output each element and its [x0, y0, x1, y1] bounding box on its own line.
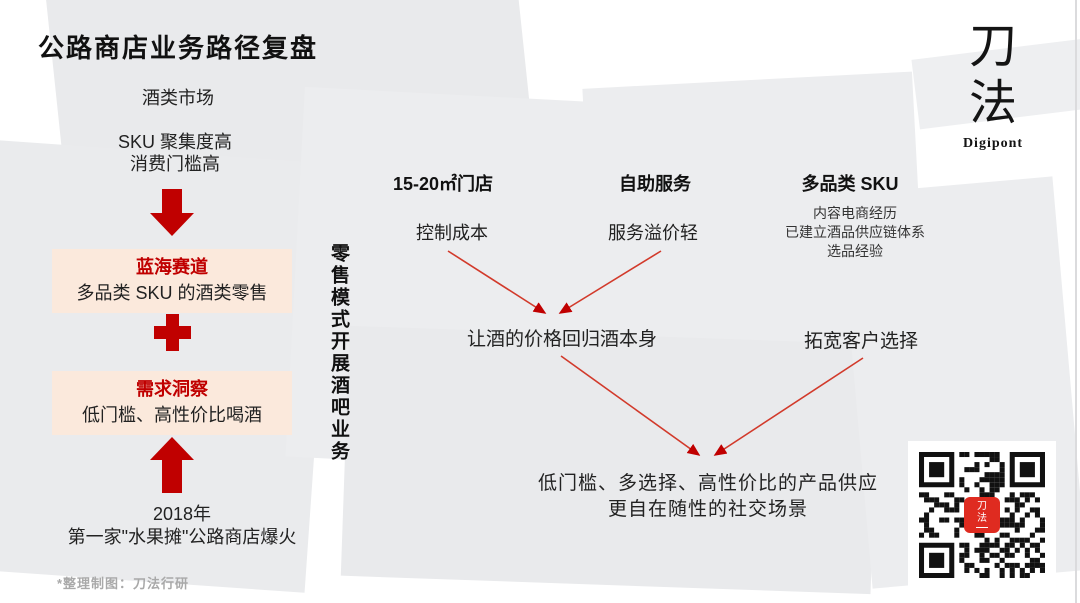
insight-box-blue-ocean: 蓝海赛道 多品类 SKU 的酒类零售: [52, 249, 292, 313]
brand-logo: 刀 法 Digipont: [958, 18, 1028, 152]
sku-point-1: 内容电商经历: [813, 205, 897, 221]
label-market: 酒类市场: [142, 88, 214, 108]
trait-line-1: SKU 聚集度高: [117, 132, 232, 152]
down-arrow-icon: [150, 189, 194, 236]
plus-icon: [154, 314, 191, 351]
insight-box-demand: 需求洞察 低门槛、高性价比喝酒: [52, 371, 292, 435]
arrow-stem: [162, 460, 182, 493]
label-market-traits: SKU 聚集度高 消费门槛高: [75, 131, 275, 175]
column-sku-points: 内容电商经历 已建立酒品供应链体系 选品经验: [745, 204, 965, 261]
box-heading: 蓝海赛道: [136, 257, 208, 277]
footer-credit: *整理制图：刀法行研: [57, 576, 190, 591]
brand-char-2: 法: [968, 77, 1017, 130]
qr-center-logo: 刀 法: [964, 497, 1000, 533]
box-body: 低门槛、高性价比喝酒: [82, 405, 262, 425]
trait-line-2: 消费门槛高: [130, 154, 220, 174]
sku-point-2: 已建立酒品供应链体系: [785, 224, 925, 240]
qr-logo-dash: [976, 527, 988, 528]
arrow-head: [150, 437, 194, 460]
arrow-head: [150, 213, 194, 236]
background-shape: [340, 325, 880, 595]
column-store-point: 控制成本: [416, 223, 488, 243]
column-title-selfservice: 自助服务: [619, 174, 691, 194]
qr-logo-char-2: 法: [977, 513, 987, 524]
pivot-vertical-label: 零售模式开展酒吧业务: [328, 243, 349, 463]
brand-subtitle: Digipont: [962, 136, 1024, 151]
column-title-store: 15-20㎡门店: [392, 174, 494, 194]
column-title-sku: 多品类 SKU: [801, 174, 899, 194]
sku-point-3: 选品经验: [827, 243, 883, 259]
column-selfservice-point: 服务溢价轻: [608, 223, 698, 243]
final-line-1: 低门槛、多选择、高性价比的产品供应: [537, 473, 878, 494]
arrow-stem: [162, 189, 182, 213]
page-title: 公路商店业务路径复盘: [38, 33, 319, 63]
qr-logo-char-1: 刀: [977, 501, 987, 512]
origin-line-1: 2018年: [152, 504, 212, 524]
outcome-price: 让酒的价格回归酒本身: [466, 329, 657, 350]
qr-pattern: [919, 452, 1045, 578]
slide-edge-line: [1075, 0, 1077, 603]
box-heading: 需求洞察: [136, 379, 208, 399]
brand-char-1: 刀: [968, 20, 1017, 73]
final-line-2: 更自在随性的社交场景: [607, 499, 808, 520]
up-arrow-icon: [150, 437, 194, 493]
origin-line-2: 第一家"水果摊"公路商店爆火: [67, 527, 297, 547]
label-origin-event: 2018年 第一家"水果摊"公路商店爆火: [32, 503, 332, 549]
box-body: 多品类 SKU 的酒类零售: [76, 283, 268, 303]
qr-code: 刀 法: [908, 441, 1056, 588]
final-outcome: 低门槛、多选择、高性价比的产品供应 更自在随性的社交场景: [458, 471, 958, 523]
outcome-choice: 拓宽客户选择: [803, 331, 918, 352]
